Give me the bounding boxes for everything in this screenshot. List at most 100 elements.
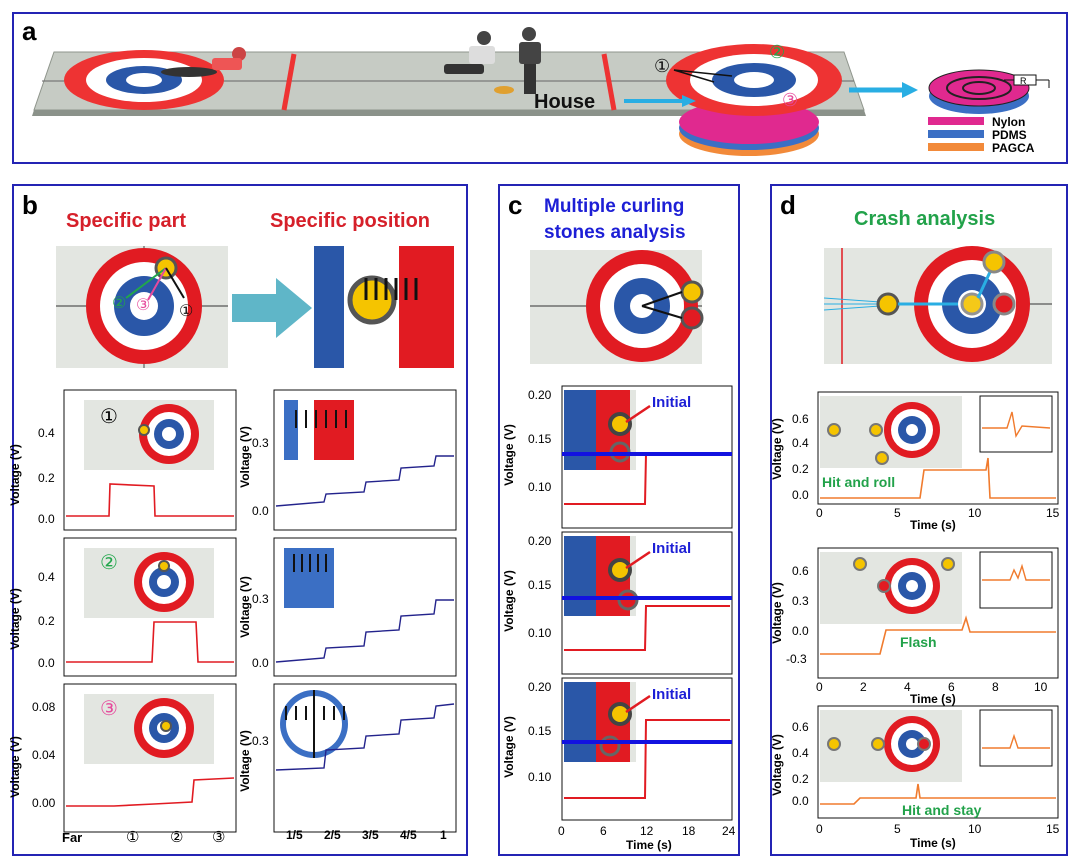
- panel-d-graphics: [817, 246, 1059, 819]
- c-xtick-3: 18: [682, 824, 696, 838]
- legend-swatch-nylon: [928, 117, 984, 125]
- d3-xtick-2: 10: [968, 822, 982, 836]
- panel-c-title-1: Multiple curling: [544, 196, 685, 217]
- b1-ytick-1: 0.4: [38, 426, 55, 440]
- marker-1: ①: [654, 56, 670, 76]
- d2-ytick-1: 0.6: [792, 564, 809, 578]
- c2-annotation: Initial: [652, 540, 692, 557]
- d3-xtick-0: 0: [816, 822, 823, 836]
- legend-swatch-pdms: [928, 130, 984, 138]
- trace-br3: [275, 703, 455, 771]
- marker-b-1: ①: [179, 303, 193, 320]
- d2-xtick-3: 6: [948, 680, 955, 694]
- c1-ylabel: Voltage (V): [501, 424, 516, 486]
- panel-a-letter: a: [22, 16, 37, 46]
- d1-ylabel: Voltage (V): [769, 418, 784, 480]
- d1-xtick-3: 15: [1046, 506, 1060, 520]
- panel-c-letter: c: [508, 190, 523, 220]
- marker-b-2: ②: [112, 295, 126, 312]
- trace-br2: [275, 599, 454, 663]
- c2-ytick-3: 0.10: [528, 626, 552, 640]
- b3-ytick-3: 0.00: [32, 796, 56, 810]
- b-left-marker-2: ②: [100, 552, 118, 574]
- c1-annotation: Initial: [652, 394, 692, 411]
- panel-b-title-right: Specific position: [270, 210, 431, 232]
- br1-ytick-1: 0.3: [252, 436, 269, 450]
- trace-br1: [275, 455, 454, 507]
- br2-ytick-1: 0.3: [252, 592, 269, 606]
- b-xtick-far: Far: [62, 830, 83, 845]
- panel-b-illustrations: ② ③ ①: [56, 246, 454, 368]
- trace-d3: [820, 783, 1056, 805]
- d1-ytick-3: 0.2: [792, 462, 809, 476]
- panel-b-letter: b: [22, 190, 38, 220]
- trace-c3: [564, 719, 730, 799]
- c3-ytick-1: 0.20: [528, 680, 552, 694]
- b2-ytick-1: 0.4: [38, 570, 55, 584]
- c3-ytick-3: 0.10: [528, 770, 552, 784]
- panel-b-title-left: Specific part: [66, 210, 187, 232]
- d3-ytick-3: 0.2: [792, 772, 809, 786]
- d3-ytick-1: 0.6: [792, 720, 809, 734]
- d3-ytick-4: 0.0: [792, 794, 809, 808]
- b-xtick-3: ③: [212, 829, 226, 846]
- d1-ytick-4: 0.0: [792, 488, 809, 502]
- d3-label: Hit and stay: [902, 802, 982, 818]
- c-xtick-4: 24: [722, 824, 736, 838]
- trace-b1: [66, 483, 234, 517]
- arrow-icon: [232, 278, 312, 338]
- d1-xlabel: Time (s): [910, 518, 956, 532]
- b2-ytick-3: 0.0: [38, 656, 55, 670]
- d2-xtick-4: 8: [992, 680, 999, 694]
- br2-ytick-2: 0.0: [252, 656, 269, 670]
- trace-d2: [820, 615, 1056, 655]
- d1-ytick-2: 0.4: [792, 436, 809, 450]
- br-xtick-2: 2/5: [324, 828, 341, 842]
- panel-c-graphics: [530, 250, 733, 821]
- panel-d-letter: d: [780, 190, 796, 220]
- c2-ylabel: Voltage (V): [501, 570, 516, 632]
- d3-xlabel: Time (s): [910, 836, 956, 850]
- c-xlabel: Time (s): [626, 838, 672, 852]
- d2-xtick-2: 4: [904, 680, 911, 694]
- br1-ylabel: Voltage (V): [237, 426, 252, 488]
- br-xtick-5: 1: [440, 828, 447, 842]
- d3-ytick-2: 0.4: [792, 746, 809, 760]
- c2-ytick-2: 0.15: [528, 578, 552, 592]
- b3-ytick-1: 0.08: [32, 700, 56, 714]
- trace-c2: [564, 605, 730, 651]
- d2-xtick-5: 10: [1034, 680, 1048, 694]
- d2-ytick-2: 0.3: [792, 594, 809, 608]
- d2-xtick-1: 2: [860, 680, 867, 694]
- br-xtick-3: 3/5: [362, 828, 379, 842]
- trace-b2: [66, 621, 234, 663]
- house-label: House: [534, 91, 595, 113]
- sensor-ring: [928, 69, 1030, 107]
- br-xtick-1: 1/5: [286, 828, 303, 842]
- legend-pdms: PDMS: [992, 128, 1027, 142]
- d1-xtick-2: 10: [968, 506, 982, 520]
- panel-b: b Specific part Specific position ② ③ ①: [8, 184, 468, 856]
- b-left-marker-1: ①: [100, 406, 118, 428]
- c3-ytick-2: 0.15: [528, 724, 552, 738]
- panel-c-title-2: stones analysis: [544, 222, 686, 243]
- d2-ytick-3: 0.0: [792, 624, 809, 638]
- b-xtick-1: ①: [126, 829, 140, 846]
- b2-ytick-2: 0.2: [38, 614, 55, 628]
- d3-xtick-3: 15: [1046, 822, 1060, 836]
- curling-sheet-illustration: R House ① ② ③ Nylon PDMS PAGCA: [32, 27, 1050, 156]
- zoom-stone: [347, 275, 397, 325]
- d3-xtick-1: 5: [894, 822, 901, 836]
- b-xtick-2: ②: [170, 829, 184, 846]
- b1-ylabel: Voltage (V): [7, 444, 22, 506]
- b1-ytick-3: 0.0: [38, 512, 55, 526]
- br2-ylabel: Voltage (V): [237, 576, 252, 638]
- panel-a: a: [12, 12, 1068, 164]
- b3-ylabel: Voltage (V): [7, 736, 22, 798]
- panel-d: d Crash analysis: [770, 184, 1068, 856]
- d2-label: Flash: [900, 634, 937, 650]
- d1-ytick-1: 0.6: [792, 412, 809, 426]
- trace-b3: [66, 777, 235, 807]
- b2-ylabel: Voltage (V): [7, 588, 22, 650]
- c3-annotation: Initial: [652, 686, 692, 703]
